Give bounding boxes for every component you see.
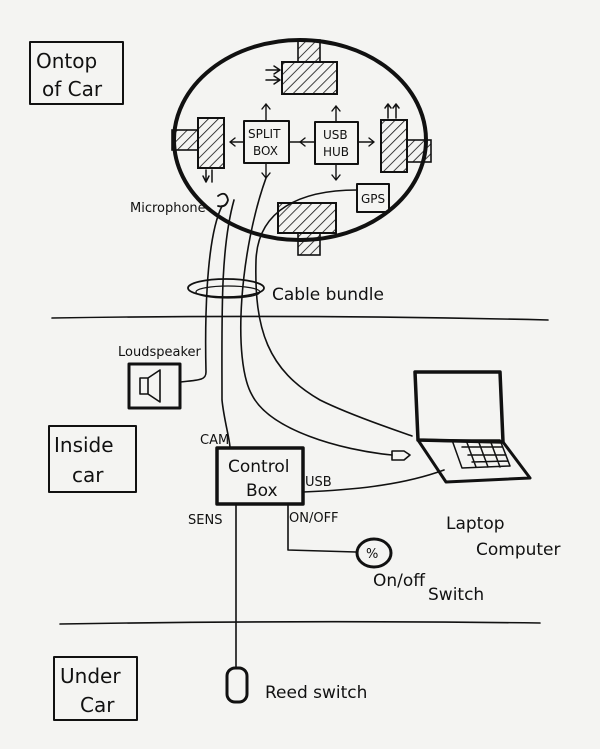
zone-on-top-line1: Ontop — [36, 49, 97, 73]
camera-bottom — [277, 202, 337, 256]
microphone-label: Microphone — [130, 201, 206, 216]
camera-top — [265, 39, 338, 95]
cable-split-to-laptop-a — [239, 177, 393, 456]
usb-hub-line1: USB — [323, 128, 348, 142]
zone-inside-line1: Inside — [54, 433, 114, 457]
zone-under-line2: Car — [80, 693, 115, 717]
zone-on-top-line2: of Car — [42, 77, 103, 101]
cable-onoff-to-switch — [287, 503, 357, 553]
camera-right — [380, 103, 432, 173]
laptop-label-line2: Computer — [476, 540, 561, 560]
divider-inside-under — [59, 620, 541, 625]
cable-hub-to-laptop — [255, 189, 413, 437]
reed-switch: Reed switch — [225, 666, 367, 704]
onoff-switch-label-line2: Switch — [428, 585, 484, 605]
onoff-switch: % On/off Switch — [355, 537, 484, 605]
gps-label: GPS — [361, 192, 385, 206]
reed-switch-label: Reed switch — [265, 683, 367, 703]
usb-plug — [391, 450, 411, 461]
control-box: Control Box CAM USB SENS ON/OFF — [188, 433, 339, 528]
laptop-label-line1: Laptop — [446, 514, 505, 534]
divider-roof-inside — [51, 315, 549, 321]
zone-inside-line2: car — [72, 463, 104, 487]
split-box-line1: SPLIT — [248, 127, 281, 141]
split-box: SPLIT BOX — [229, 103, 301, 179]
usb-hub: USB HUB — [299, 105, 375, 181]
cable-control-to-laptop — [302, 469, 445, 493]
split-box-line2: BOX — [253, 144, 278, 158]
control-box-line1: Control — [228, 457, 289, 477]
cable-bundle-tie-inner — [195, 285, 261, 299]
gps-module: GPS — [356, 183, 390, 213]
cable-bundle-label: Cable bundle — [272, 285, 384, 305]
laptop-computer: Laptop Computer — [413, 370, 561, 560]
zone-on-top: Ontop of Car — [29, 41, 124, 105]
zone-under: Under Car — [53, 656, 138, 721]
zone-inside: Inside car — [48, 425, 137, 493]
cable-mic-to-speaker — [179, 205, 223, 383]
camera-left — [171, 117, 225, 183]
onoff-switch-label-line1: On/off — [373, 571, 426, 591]
cable-bundle-tie — [187, 278, 265, 298]
loudspeaker-label: Loudspeaker — [118, 345, 202, 360]
usb-hub-line2: HUB — [323, 145, 349, 159]
port-cam-label: CAM — [200, 433, 229, 448]
port-onoff-label: ON/OFF — [289, 511, 339, 526]
loudspeaker: Loudspeaker — [118, 345, 202, 410]
control-box-line2: Box — [246, 481, 278, 501]
zone-under-line1: Under — [60, 664, 121, 688]
port-usb-label: USB — [305, 475, 332, 490]
onoff-switch-symbol: % — [366, 547, 378, 562]
port-sens-label: SENS — [188, 513, 222, 528]
cable-cam-to-control — [221, 199, 235, 449]
